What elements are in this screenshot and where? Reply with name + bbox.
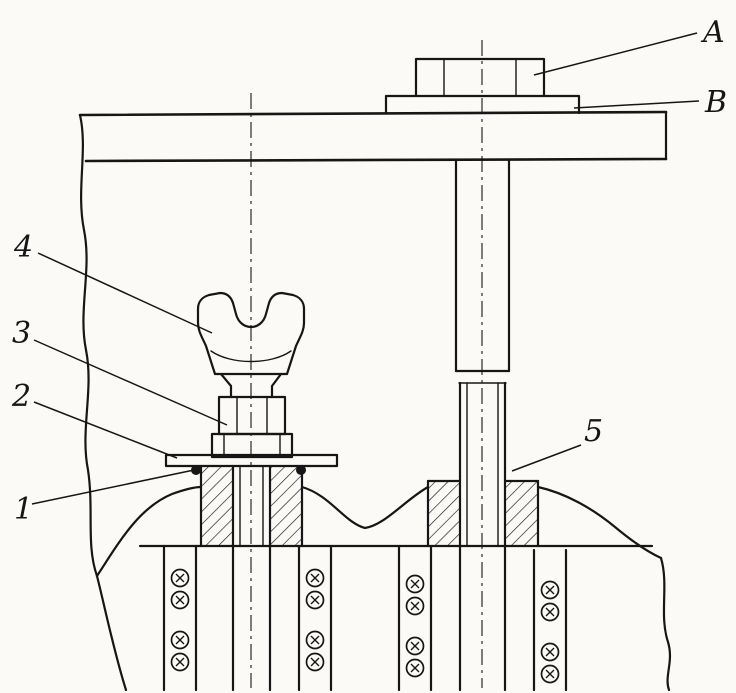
- label-1: 1: [14, 492, 33, 527]
- break-line-left: [78, 113, 99, 578]
- collar-outline: [210, 432, 294, 459]
- bolt-head: [414, 57, 546, 98]
- bolt-head-outline: [414, 57, 546, 98]
- label-3: 3: [12, 316, 31, 351]
- boss-edge: [426, 479, 540, 548]
- leader-line-3: [33, 339, 228, 426]
- flange-plate: [164, 453, 339, 475]
- yoke-saddle-line: [210, 350, 292, 363]
- hatch-area: [428, 481, 460, 546]
- stud-edges: [231, 464, 272, 692]
- plate-outline: [384, 94, 581, 115]
- yoke-outline: [196, 291, 306, 376]
- label-2: 2: [11, 379, 31, 414]
- upper-rod-edges: [454, 158, 511, 373]
- strip-edges-4: [532, 548, 568, 692]
- break-line-bottom-right: [659, 556, 672, 692]
- stud-thread-lines: [239, 465, 264, 547]
- base-profile-left: [95, 485, 203, 578]
- leader-line-5: [511, 444, 582, 472]
- hatch-area: [201, 466, 233, 546]
- break-line-bottom-left: [95, 574, 128, 692]
- flange-outline: [164, 453, 339, 468]
- callouts: A B 4 3 2 1 5: [11, 15, 727, 527]
- bolt-head-facets: [443, 58, 517, 97]
- left-boss-section: [199, 464, 304, 548]
- leader-line-b: [573, 100, 700, 109]
- nut-facets: [236, 396, 268, 435]
- lower-rod-thread-lines: [466, 382, 499, 547]
- strip-edges-1: [162, 544, 198, 692]
- label-5: 5: [584, 414, 603, 449]
- lower-rod-edges: [458, 381, 507, 548]
- label-4: 4: [13, 230, 33, 265]
- label-b: B: [704, 85, 727, 120]
- leader-line-a: [533, 32, 698, 76]
- hatch-area: [505, 481, 538, 546]
- strip-edges-2: [297, 544, 333, 692]
- lower-rod: [458, 381, 507, 692]
- flange-weld-dot-left: [191, 465, 201, 475]
- mounting-plate: [384, 94, 581, 115]
- label-a: A: [700, 15, 725, 50]
- rivet-strips: [162, 544, 568, 692]
- leader-line-2: [33, 401, 178, 459]
- base-profile-middle-dip: [300, 485, 430, 530]
- flange-weld-dot-right: [296, 465, 306, 475]
- strip-edges-3: [397, 544, 433, 692]
- beam-bottom-edge: [84, 157, 668, 163]
- base-casting: [95, 485, 672, 692]
- leader-line-1: [31, 469, 195, 505]
- top-beam: [78, 110, 668, 163]
- beam-top-edge: [78, 110, 668, 117]
- rod-column-below-base: [458, 544, 507, 692]
- yoke-stem: [219, 372, 283, 399]
- leader-line-4: [37, 252, 213, 334]
- hatch-area: [270, 466, 302, 546]
- centerlines: [250, 40, 483, 688]
- lock-collar: [210, 432, 294, 459]
- left-stud: [231, 464, 272, 692]
- yoke-clamp: [196, 291, 306, 399]
- right-boss-section: [426, 479, 540, 548]
- collar-facets: [223, 433, 281, 458]
- base-profile-right: [536, 485, 663, 560]
